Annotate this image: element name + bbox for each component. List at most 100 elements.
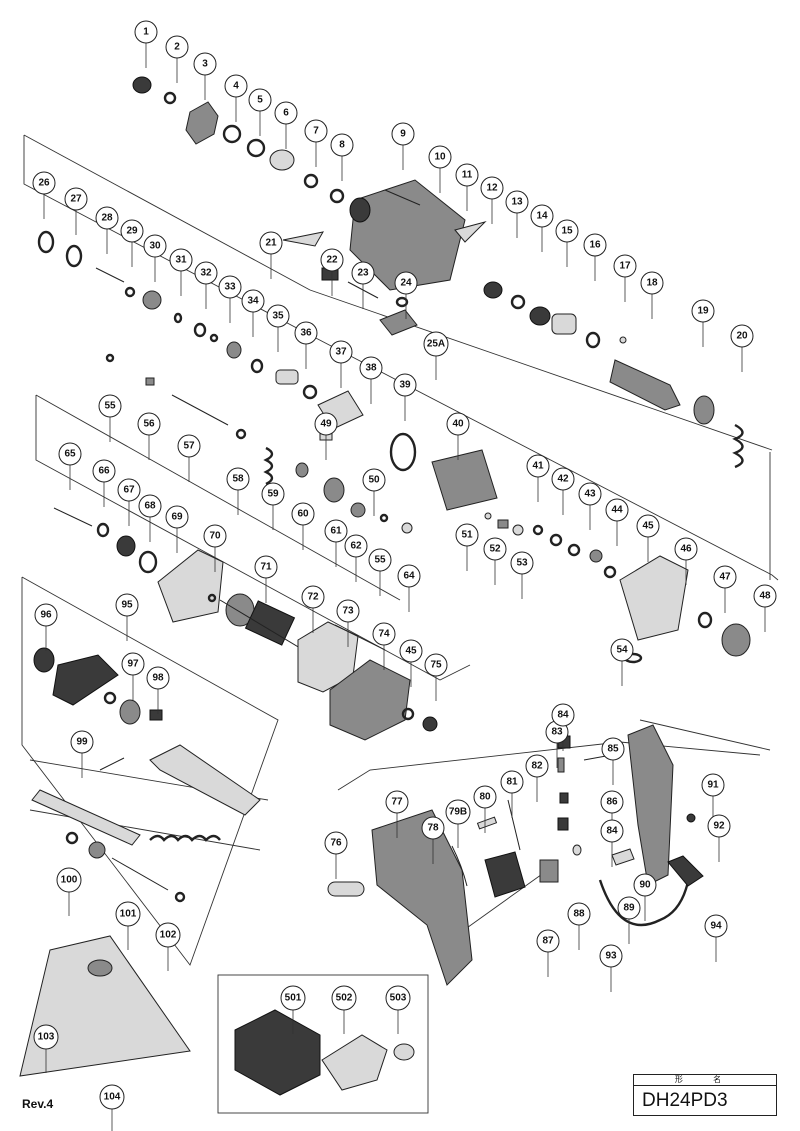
callout-number: 14 <box>536 211 548 222</box>
callout-number: 101 <box>120 909 137 920</box>
callout-number: 46 <box>680 544 692 555</box>
callout-12: 12 <box>480 176 504 200</box>
callout-81: 81 <box>500 770 524 794</box>
callout-number: 30 <box>149 241 161 252</box>
callout-leaders <box>43 43 766 1131</box>
callout-number: 104 <box>104 1092 121 1103</box>
callout-66: 66 <box>92 459 116 483</box>
callout-61: 61 <box>324 519 348 543</box>
callout-number: 80 <box>479 792 491 803</box>
callout-30: 30 <box>143 234 167 258</box>
callout-number: 15 <box>561 226 573 237</box>
callout-19: 19 <box>691 299 715 323</box>
callout-number: 71 <box>260 562 272 573</box>
callout-number: 4 <box>233 81 239 92</box>
callout-number: 88 <box>573 909 585 920</box>
callout-number: 8 <box>339 140 345 151</box>
callout-number: 100 <box>61 875 78 886</box>
callout-number: 72 <box>307 592 319 603</box>
callout-101: 101 <box>115 901 141 927</box>
callout-number: 48 <box>759 591 771 602</box>
model-box-header: 形 名 <box>634 1075 776 1086</box>
handle-parts <box>327 724 704 986</box>
callout-number: 23 <box>357 268 369 279</box>
accessory-parts <box>234 1009 415 1096</box>
callout-number: 22 <box>326 255 338 266</box>
callout-33: 33 <box>218 275 242 299</box>
callout-58: 58 <box>226 467 250 491</box>
front-parts <box>132 76 744 469</box>
callout-10: 10 <box>428 145 452 169</box>
callout-54: 54 <box>610 638 634 662</box>
callout-49: 49 <box>314 412 338 436</box>
callout-number: 29 <box>126 226 138 237</box>
callout-98: 98 <box>146 666 170 690</box>
callout-7: 7 <box>304 119 328 143</box>
callout-number: 36 <box>300 328 312 339</box>
callout-38: 38 <box>359 356 383 380</box>
callout-number: 12 <box>486 183 498 194</box>
callout-45: 45 <box>636 514 660 538</box>
callout-number: 95 <box>121 600 133 611</box>
callout-number: 35 <box>272 311 284 322</box>
callout-18: 18 <box>640 271 664 295</box>
callout-53: 53 <box>510 551 534 575</box>
callout-number: 83 <box>551 727 563 738</box>
callout-number: 52 <box>489 544 501 555</box>
callout-103: 103 <box>33 1024 59 1050</box>
callout-16: 16 <box>583 233 607 257</box>
callout-number: 39 <box>399 380 411 391</box>
callout-number: 102 <box>160 930 177 941</box>
callout-13: 13 <box>505 190 529 214</box>
callout-number: 49 <box>320 419 332 430</box>
callout-number: 503 <box>390 993 407 1004</box>
callout-number: 60 <box>297 509 309 520</box>
callout-46: 46 <box>674 537 698 561</box>
callout-number: 69 <box>171 512 183 523</box>
callout-number: 27 <box>70 194 82 205</box>
callout-number: 94 <box>710 921 722 932</box>
callout-number: 19 <box>697 306 709 317</box>
callout-4: 4 <box>224 74 248 98</box>
callout-89: 89 <box>617 896 641 920</box>
callout-number: 74 <box>378 629 390 640</box>
callout-56: 56 <box>137 412 161 436</box>
callout-100: 100 <box>56 867 82 893</box>
callout-1: 1 <box>134 20 158 44</box>
callout-number: 96 <box>40 610 52 621</box>
callout-501: 501 <box>280 985 306 1011</box>
callout-number: 34 <box>247 296 259 307</box>
callout-65: 65 <box>58 442 82 466</box>
callout-48: 48 <box>753 584 777 608</box>
callout-87: 87 <box>536 929 560 953</box>
callout-57: 57 <box>177 434 201 458</box>
callout-25A: 25A <box>423 331 449 357</box>
callout-number: 28 <box>101 213 113 224</box>
callout-number: 53 <box>516 558 528 569</box>
callout-number: 45 <box>405 646 417 657</box>
callout-number: 18 <box>646 278 658 289</box>
callout-number: 81 <box>506 777 518 788</box>
callout-91: 91 <box>701 773 725 797</box>
callout-70: 70 <box>203 524 227 548</box>
callout-number: 54 <box>616 645 628 656</box>
callout-26: 26 <box>32 171 56 195</box>
callout-number: 501 <box>285 993 302 1004</box>
callout-number: 20 <box>736 331 748 342</box>
middle-parts <box>37 230 751 664</box>
callout-77: 77 <box>385 790 409 814</box>
callout-50: 50 <box>362 468 386 492</box>
callout-number: 67 <box>123 485 135 496</box>
callout-11: 11 <box>455 163 479 187</box>
model-box: 形 名 DH24PD3 <box>633 1074 777 1116</box>
callout-24: 24 <box>394 271 418 295</box>
callout-number: 84 <box>557 710 569 721</box>
callout-number: 58 <box>232 474 244 485</box>
callout-number: 97 <box>127 659 139 670</box>
callout-75: 75 <box>424 653 448 677</box>
callout-number: 1 <box>143 27 149 38</box>
callout-2: 2 <box>165 35 189 59</box>
callout-86: 86 <box>600 790 624 814</box>
callout-number: 70 <box>209 531 221 542</box>
